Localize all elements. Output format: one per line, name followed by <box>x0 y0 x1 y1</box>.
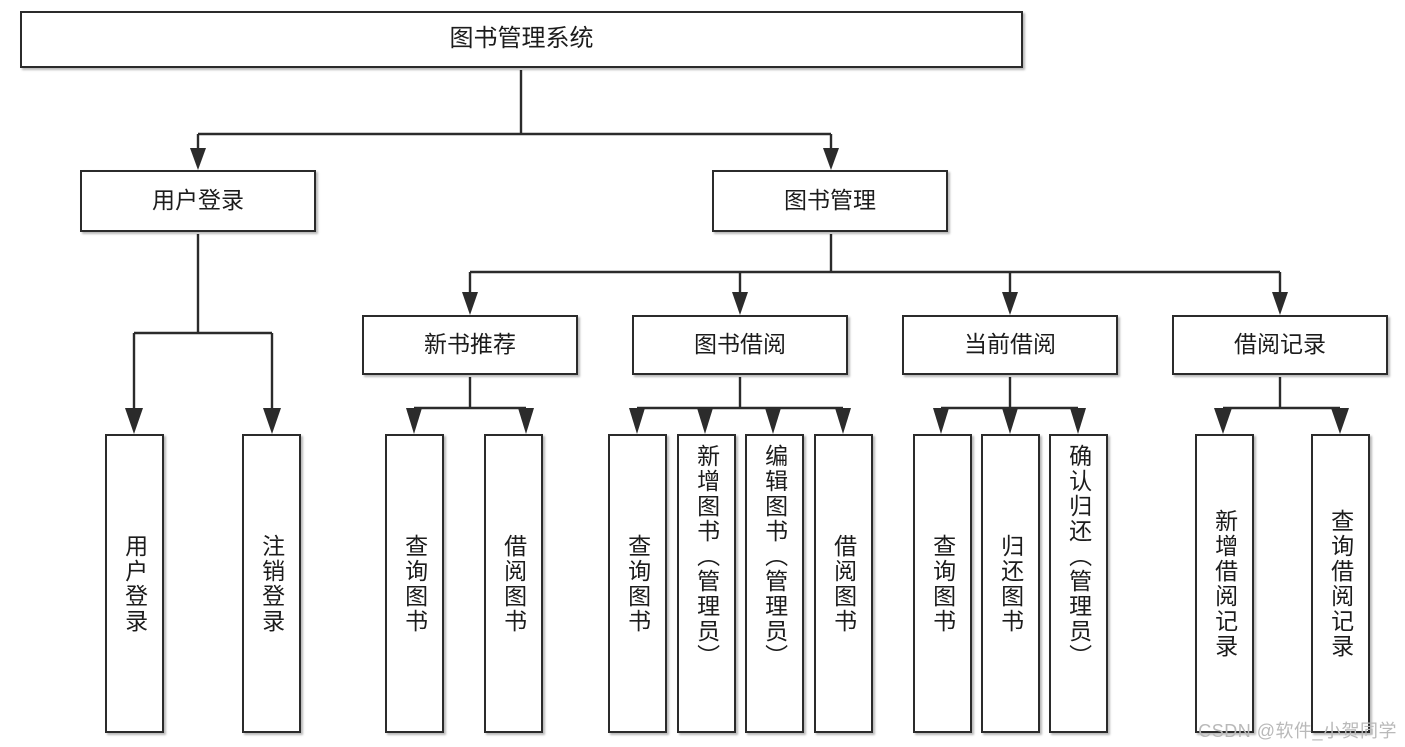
node-leaf-edit-book[interactable]: 编辑图书（管理员） <box>745 434 804 733</box>
node-leaf-add-book[interactable]: 新增图书（管理员） <box>677 434 736 733</box>
node-leaf-user-logout[interactable]: 注销登录 <box>242 434 301 733</box>
node-leaf-query-book-3[interactable]: 查询图书 <box>913 434 972 733</box>
node-leaf-query-book-2-label: 查询图书 <box>624 533 651 634</box>
node-book-borrow[interactable]: 图书借阅 <box>632 315 848 375</box>
node-current-borrow-label: 当前借阅 <box>964 331 1056 358</box>
node-leaf-edit-book-label: 编辑图书（管理员） <box>761 444 788 669</box>
node-borrow-record-label: 借阅记录 <box>1234 331 1326 358</box>
node-new-book-recommend[interactable]: 新书推荐 <box>362 315 578 375</box>
node-root-label: 图书管理系统 <box>449 25 594 53</box>
node-book-management[interactable]: 图书管理 <box>712 170 948 232</box>
node-leaf-add-book-label: 新增图书（管理员） <box>693 444 720 669</box>
node-borrow-record[interactable]: 借阅记录 <box>1172 315 1388 375</box>
node-leaf-borrow-book-2-label: 借阅图书 <box>830 533 857 634</box>
watermark-text: CSDN @软件_小贺同学 <box>1198 721 1397 741</box>
node-leaf-user-login-label: 用户登录 <box>121 533 148 634</box>
node-leaf-query-book-1[interactable]: 查询图书 <box>385 434 444 733</box>
node-leaf-query-book-2[interactable]: 查询图书 <box>608 434 667 733</box>
node-leaf-add-record-label: 新增借阅记录 <box>1211 508 1238 659</box>
node-new-book-recommend-label: 新书推荐 <box>424 331 516 358</box>
node-leaf-borrow-book-2[interactable]: 借阅图书 <box>814 434 873 733</box>
node-leaf-add-record[interactable]: 新增借阅记录 <box>1195 434 1254 733</box>
node-user-login[interactable]: 用户登录 <box>80 170 316 232</box>
node-leaf-return-book[interactable]: 归还图书 <box>981 434 1040 733</box>
node-leaf-return-book-label: 归还图书 <box>997 533 1024 634</box>
node-leaf-query-record-label: 查询借阅记录 <box>1327 508 1354 659</box>
node-leaf-confirm-return-label: 确认归还（管理员） <box>1065 444 1092 669</box>
node-leaf-query-book-3-label: 查询图书 <box>929 533 956 634</box>
node-user-login-label: 用户登录 <box>152 187 244 214</box>
node-leaf-borrow-book-1-label: 借阅图书 <box>500 533 527 634</box>
node-book-management-label: 图书管理 <box>784 187 876 214</box>
node-leaf-query-record[interactable]: 查询借阅记录 <box>1311 434 1370 733</box>
node-book-borrow-label: 图书借阅 <box>694 331 786 358</box>
node-root[interactable]: 图书管理系统 <box>20 11 1023 68</box>
node-leaf-borrow-book-1[interactable]: 借阅图书 <box>484 434 543 733</box>
node-leaf-query-book-1-label: 查询图书 <box>401 533 428 634</box>
node-leaf-user-logout-label: 注销登录 <box>258 533 285 634</box>
node-current-borrow[interactable]: 当前借阅 <box>902 315 1118 375</box>
node-leaf-user-login[interactable]: 用户登录 <box>105 434 164 733</box>
node-leaf-confirm-return[interactable]: 确认归还（管理员） <box>1049 434 1108 733</box>
